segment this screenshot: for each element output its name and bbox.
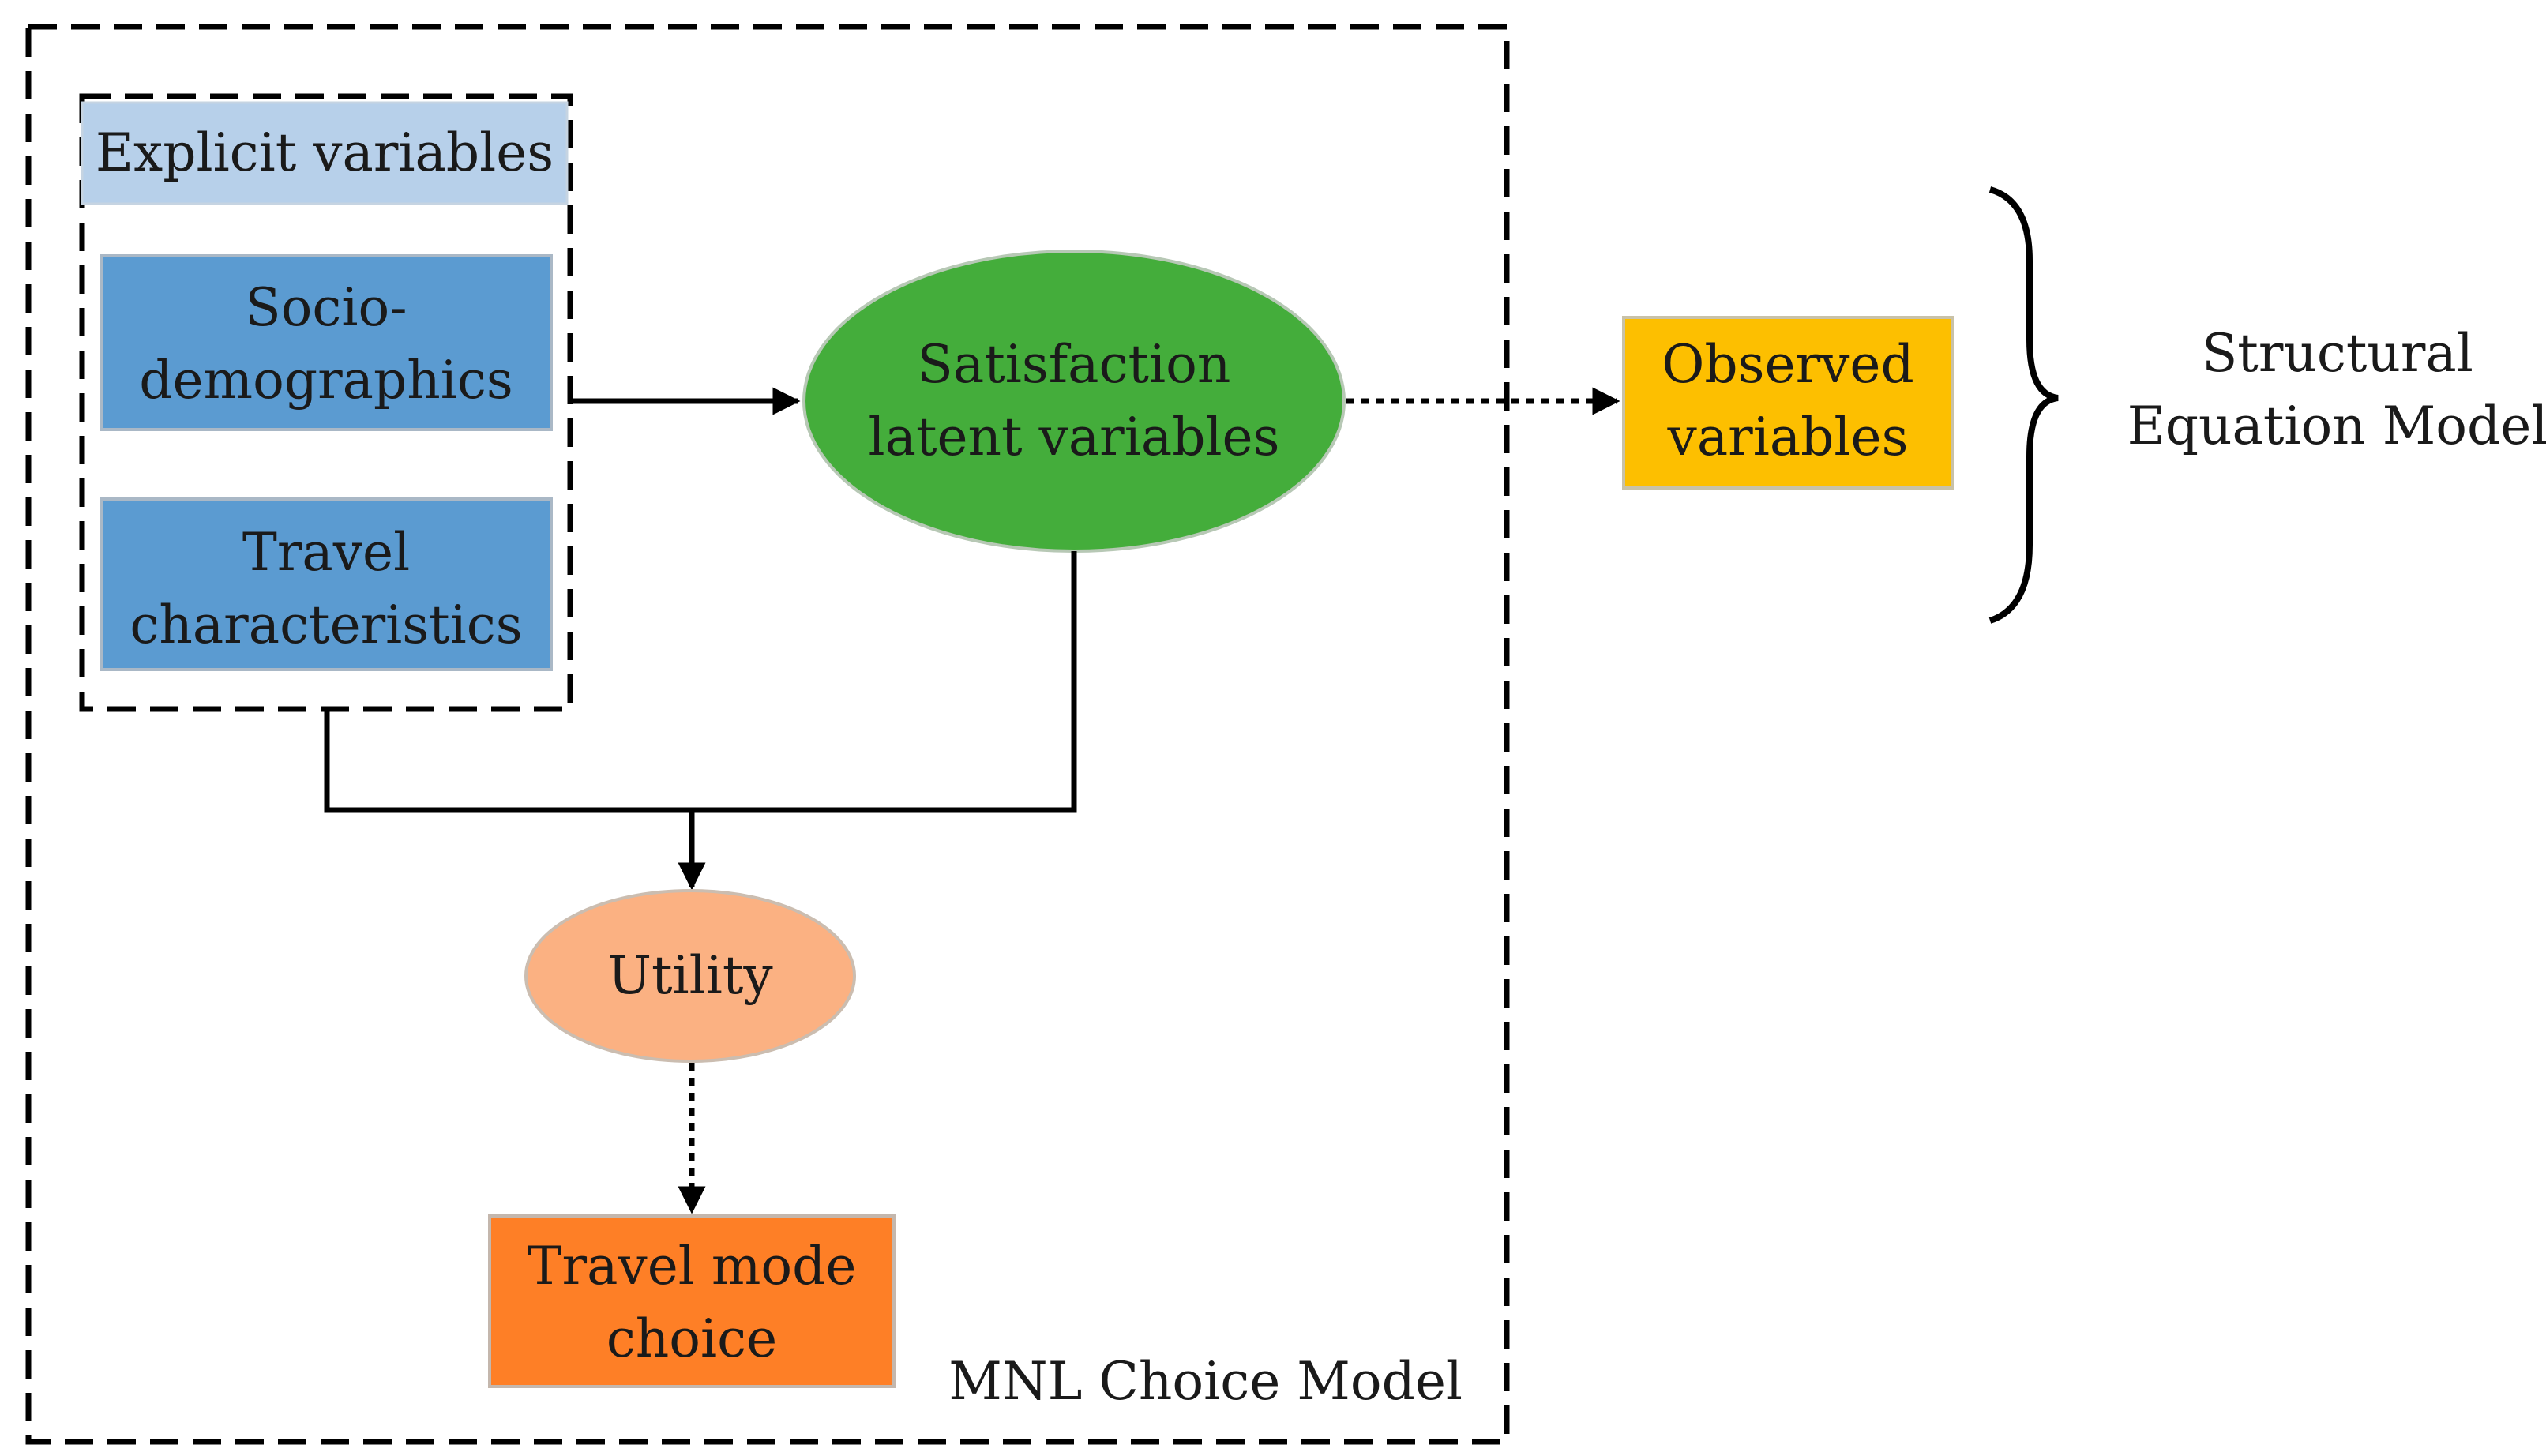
mnl-choice-model-frame xyxy=(25,24,1510,1445)
observed-variables-box xyxy=(1622,316,1954,490)
travel-characteristics-label-line1: Travel xyxy=(242,522,410,583)
connector-explicit-down xyxy=(324,551,1077,813)
travel-characteristics-label-line2: characteristics xyxy=(130,595,522,655)
explicit-variables-box xyxy=(81,101,569,205)
travel-mode-choice-label-line2: choice xyxy=(606,1308,777,1369)
utility-node xyxy=(524,889,856,1063)
sem-label-line1: Structural xyxy=(2202,323,2473,384)
observed-variables-label-line1: Observed xyxy=(1662,334,1913,395)
utility-label: Utility xyxy=(607,945,773,1006)
socio-demographics-box xyxy=(100,254,553,431)
sem-brace xyxy=(1988,186,2059,624)
satisfaction-latent-variables-node xyxy=(802,250,1346,553)
travel-mode-choice-box xyxy=(488,1214,896,1388)
sem-label-line2: Equation Model xyxy=(2127,396,2546,456)
satisfaction-label-line1: Satisfaction xyxy=(918,334,1231,395)
travel-mode-choice-label-line1: Travel mode xyxy=(528,1236,857,1297)
socio-demographics-label-line2: demographics xyxy=(139,350,513,411)
satisfaction-label-line2: latent variables xyxy=(869,407,1280,467)
explicit-variables-label: Explicit variables xyxy=(96,122,554,183)
travel-characteristics-box xyxy=(100,497,553,671)
observed-variables-label-line2: variables xyxy=(1667,407,1909,467)
mnl-choice-model-label: MNL Choice Model xyxy=(948,1351,1463,1412)
socio-demographics-label-line1: Socio- xyxy=(245,277,407,338)
